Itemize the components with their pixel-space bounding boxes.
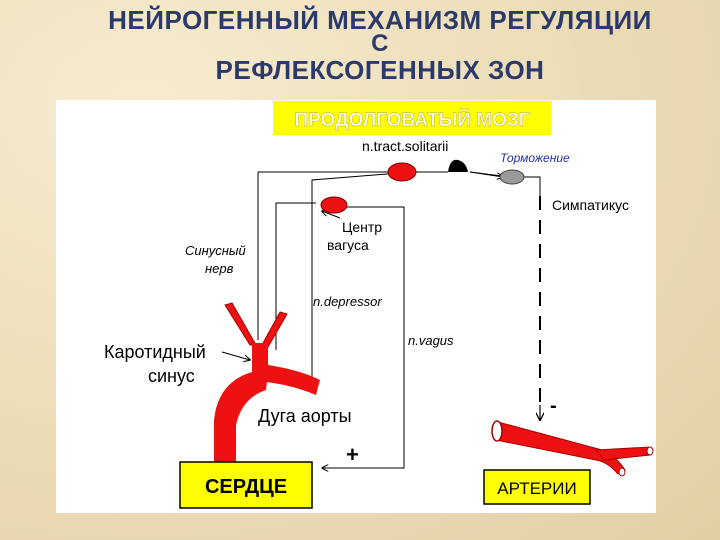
vagus-label: n.vagus [408, 333, 454, 348]
vagus-center-arrow [322, 211, 341, 219]
inhibitory-neuron [499, 169, 525, 185]
heart-box [179, 461, 313, 509]
plus-sign: + [346, 442, 359, 467]
inhibition-label: Торможение [500, 151, 570, 165]
minus-sign: - [550, 395, 557, 417]
sympathicus-label: Симпатикус [552, 197, 629, 213]
title-line-3: РЕФЛЕКСОГЕННЫХ ЗОН [215, 55, 545, 85]
aortic-arch-label: Дуга аорты [258, 406, 352, 426]
vagus-center-neuron [320, 196, 348, 214]
title-line-1: НЕЙРОГЕННЫЙ МЕХАНИЗМ РЕГУЛЯЦИИ [108, 5, 652, 35]
medulla-box [273, 101, 551, 135]
carotid-label-2: синус [148, 366, 195, 386]
vagus-center-label-2: вагуса [327, 237, 369, 253]
solitarii-nucleus [387, 162, 417, 182]
sinus-nerve-label-2: нерв [205, 261, 234, 276]
sinus-nerve-label-1: Синусный [185, 243, 246, 258]
inhibitory-synapse-icon [448, 159, 468, 172]
heart-label: СЕРДЦЕ [205, 476, 287, 498]
carotid-label-1: Каротидный [104, 342, 206, 362]
carotid-label-arrow [221, 351, 250, 360]
depressor-label: n.depressor [313, 294, 382, 309]
medulla-label: ПРОДОЛГОВАТЫЙ МОЗГ [294, 109, 529, 131]
vagus-center-label-1: Центр [342, 219, 382, 235]
carotid-aorta-vessels [214, 302, 320, 463]
artery-vessel [491, 420, 654, 477]
solitarii-arrow [469, 171, 503, 177]
title-line-2: С [371, 30, 389, 57]
arteries-box [483, 469, 591, 505]
arteries-label: АРТЕРИИ [497, 479, 576, 498]
solitarii-label: n.tract.solitarii [362, 138, 448, 154]
